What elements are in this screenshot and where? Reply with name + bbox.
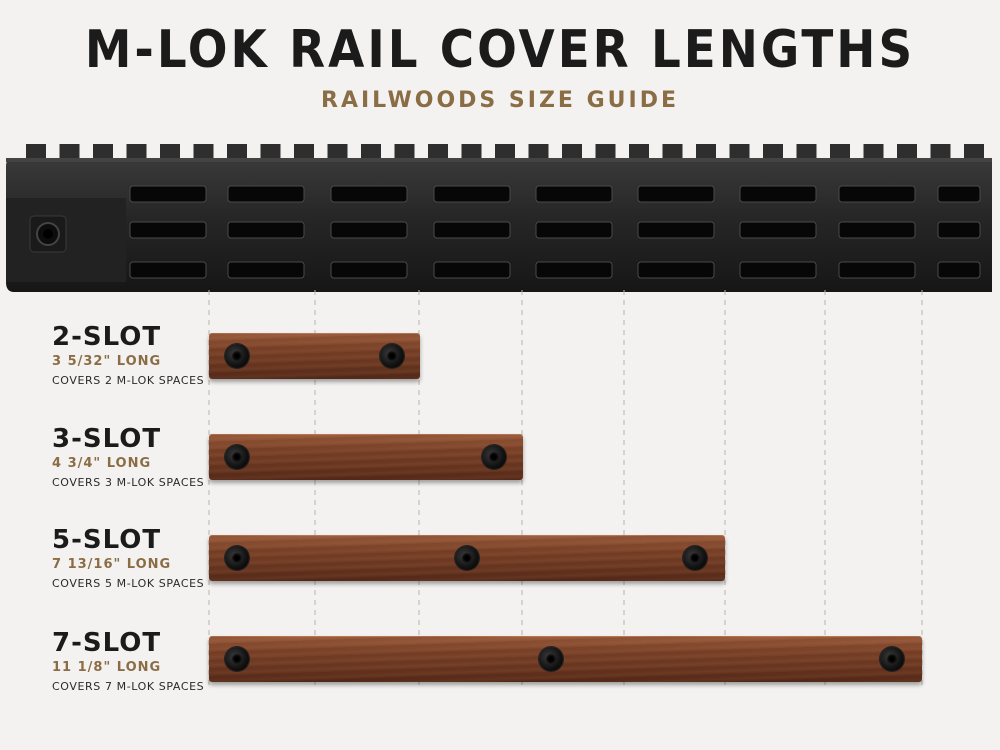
cover-coverage: COVERS 2 M-LOK SPACES bbox=[52, 374, 205, 387]
cover-name: 7-SLOT bbox=[52, 628, 162, 658]
cover-7-slot-label: 7-SLOT 11 1/8" LONG COVERS 7 M-LOK SPACE… bbox=[52, 628, 204, 696]
cover-name: 3-SLOT bbox=[52, 424, 162, 454]
cover-length: 11 1/8" LONG bbox=[52, 660, 162, 675]
page-subtitle: RAILWOODS SIZE GUIDE bbox=[321, 88, 679, 113]
cover-7-slot-image bbox=[209, 636, 922, 682]
cover-coverage: COVERS 7 M-LOK SPACES bbox=[52, 680, 205, 693]
cover-coverage: COVERS 5 M-LOK SPACES bbox=[52, 577, 205, 590]
screw-icon bbox=[380, 344, 404, 368]
cover-5-slot-label: 5-SLOT 7 13/16" LONG COVERS 5 M-LOK SPAC… bbox=[52, 525, 204, 593]
cover-length: 3 5/32" LONG bbox=[52, 354, 162, 369]
screw-icon bbox=[482, 445, 506, 469]
screw-icon bbox=[225, 647, 249, 671]
screw-icon bbox=[225, 445, 249, 469]
screw-icon bbox=[880, 647, 904, 671]
screw-icon bbox=[455, 546, 479, 570]
cover-5-slot-image bbox=[209, 535, 725, 581]
screw-icon bbox=[225, 344, 249, 368]
cover-name: 5-SLOT bbox=[52, 525, 162, 555]
m-lok-handguard-icon bbox=[6, 144, 992, 292]
cover-2-slot-label: 2-SLOT 3 5/32" LONG COVERS 2 M-LOK SPACE… bbox=[52, 322, 204, 390]
cover-3-slot-label: 3-SLOT 4 3/4" LONG COVERS 3 M-LOK SPACES bbox=[52, 424, 204, 492]
cover-coverage: COVERS 3 M-LOK SPACES bbox=[52, 476, 205, 489]
screw-icon bbox=[683, 546, 707, 570]
cover-name: 2-SLOT bbox=[52, 322, 162, 352]
screw-icon bbox=[225, 546, 249, 570]
page-title: M-LOK RAIL COVER LENGTHS bbox=[84, 20, 916, 80]
cover-length: 4 3/4" LONG bbox=[52, 456, 152, 471]
screw-icon bbox=[539, 647, 563, 671]
cover-3-slot-image bbox=[209, 434, 523, 480]
slot-guide-lines bbox=[208, 290, 923, 690]
cover-2-slot-image bbox=[209, 333, 420, 379]
cover-length: 7 13/16" LONG bbox=[52, 557, 172, 572]
